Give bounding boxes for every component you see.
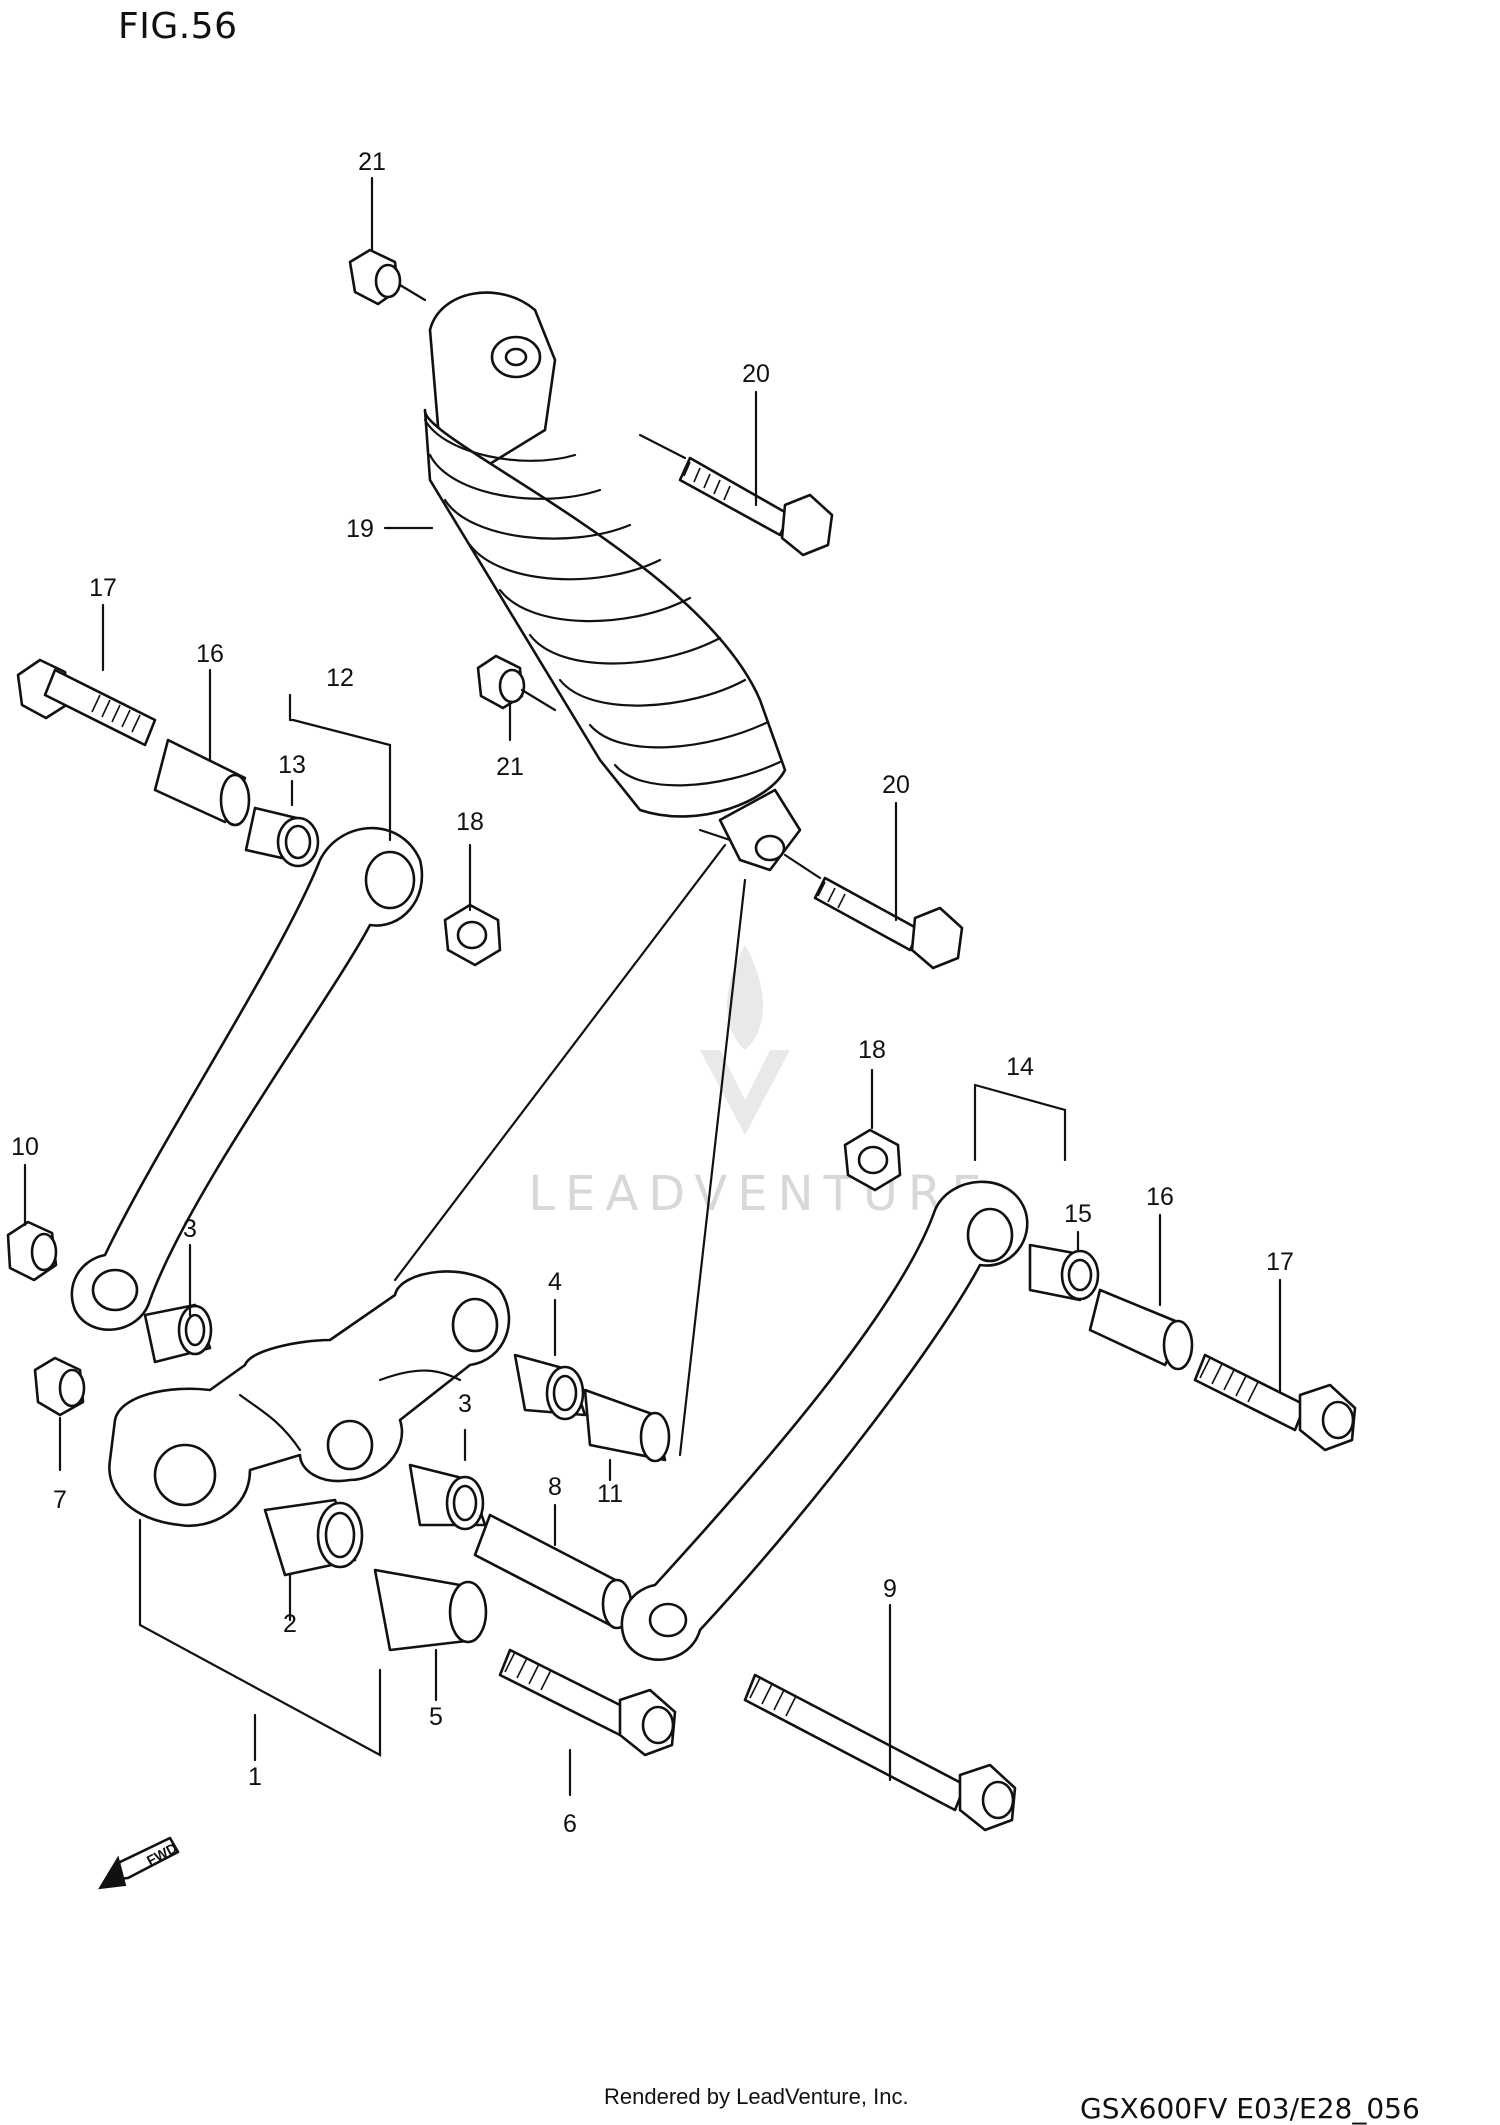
bolt-17-left[interactable]	[16, 658, 157, 747]
bolt-6[interactable]	[498, 1648, 677, 1757]
leader-lines	[23, 176, 1282, 1797]
callout-3-left: 3	[183, 1215, 197, 1243]
bush-13[interactable]	[244, 806, 320, 868]
callout-8: 8	[548, 1473, 562, 1501]
collar-5[interactable]	[373, 1568, 488, 1652]
figure-title: FIG.56	[118, 6, 238, 47]
callout-5: 5	[429, 1703, 443, 1731]
link-rod-12[interactable]	[70, 826, 424, 1331]
callout-21-mid: 21	[496, 753, 524, 781]
bush-3-left[interactable]	[143, 1303, 213, 1364]
callout-4: 4	[548, 1268, 562, 1296]
cushion-lever-1[interactable]	[108, 1270, 511, 1528]
bush-3-right[interactable]	[408, 1463, 487, 1531]
callout-12: 12	[326, 664, 354, 692]
bush-4[interactable]	[513, 1353, 587, 1421]
nut-18-left[interactable]	[443, 903, 502, 967]
callout-17-left: 17	[89, 574, 117, 602]
bush-15[interactable]	[1028, 1243, 1100, 1302]
callout-7: 7	[53, 1486, 67, 1514]
nut-7[interactable]	[33, 1356, 86, 1417]
spacer-8[interactable]	[473, 1513, 633, 1630]
callout-21-top: 21	[358, 148, 386, 176]
callout-2: 2	[283, 1610, 297, 1638]
shock-absorber[interactable]	[423, 291, 802, 872]
callout-16-left: 16	[196, 640, 224, 668]
rendered-by-credit: Rendered by LeadVenture, Inc.	[604, 2084, 909, 2109]
callout-10: 10	[11, 1133, 39, 1161]
collar-16-right[interactable]	[1088, 1288, 1194, 1371]
callout-19: 19	[346, 515, 374, 543]
link-rod-14[interactable]	[620, 1180, 1029, 1661]
watermark-text: LEADVENTURE	[528, 1166, 991, 1222]
callout-9: 9	[883, 1575, 897, 1603]
nut-18-right[interactable]	[843, 1128, 902, 1192]
bolt-9[interactable]	[743, 1673, 1017, 1832]
nut-10[interactable]	[6, 1220, 58, 1282]
callout-numbers: 21 20 19 17 16 12 13 18 21 20 18 14 15 1…	[11, 148, 1294, 1838]
bolt-17-right[interactable]	[1193, 1353, 1357, 1452]
collar-16-left[interactable]	[153, 738, 251, 827]
callout-18-left: 18	[456, 808, 484, 836]
leadventure-watermark: LEADVENTURE	[528, 945, 991, 1222]
callout-3-right: 3	[458, 1390, 472, 1418]
callout-16-right: 16	[1146, 1183, 1174, 1211]
callout-15: 15	[1064, 1200, 1092, 1228]
callout-18-right: 18	[858, 1036, 886, 1064]
callout-11: 11	[597, 1480, 623, 1508]
bolt-20-top[interactable]	[638, 433, 834, 557]
callout-17-right: 17	[1266, 1248, 1294, 1276]
callout-20-top: 20	[742, 360, 770, 388]
nut-21-mid[interactable]	[476, 654, 557, 712]
fwd-arrow-icon: FWD	[98, 1836, 180, 1890]
callout-14: 14	[1006, 1053, 1034, 1081]
assembly-line	[393, 843, 727, 1282]
bush-2[interactable]	[263, 1498, 364, 1577]
callout-13: 13	[278, 751, 306, 779]
collar-11[interactable]	[583, 1388, 671, 1463]
callout-20-bottom: 20	[882, 771, 910, 799]
nut-21-top[interactable]	[348, 248, 427, 306]
callout-1: 1	[248, 1763, 262, 1791]
assembly-line	[678, 878, 747, 1457]
bolt-20-bottom[interactable]	[783, 853, 964, 970]
diagram-code: GSX600FV E03/E28_056	[1080, 2092, 1420, 2125]
callout-6: 6	[563, 1810, 577, 1838]
